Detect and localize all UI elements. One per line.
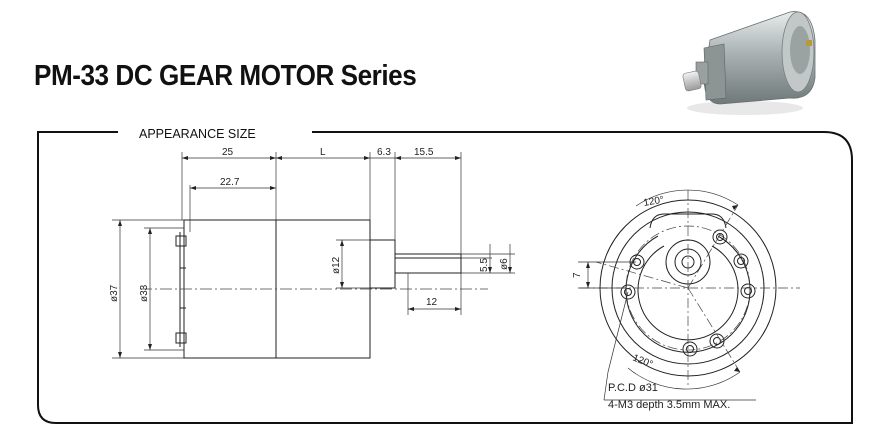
side-view <box>175 219 462 359</box>
note-holes: 4-M3 depth 3.5mm MAX. <box>608 399 730 411</box>
dim-flat-length: 12 <box>426 297 438 308</box>
page-title: PM-33 DC GEAR MOTOR Series <box>34 60 417 92</box>
section-label: APPEARANCE SIZE <box>139 127 256 141</box>
dim-angle-top: 120° <box>643 195 665 209</box>
side-dimension-arrows <box>118 156 512 358</box>
front-dimension-arrows <box>586 205 740 372</box>
motor-photo <box>682 11 816 115</box>
dim-can-diameter: ø33 <box>139 284 150 302</box>
side-dimension-lines <box>112 152 515 359</box>
dim-shaft-length: 15.5 <box>414 147 434 158</box>
dim-body-length: 25 <box>222 147 234 158</box>
note-pcd: P.C.D ø31 <box>608 382 658 394</box>
front-dimension-lines <box>578 189 756 401</box>
dim-can-length: 22.7 <box>220 177 240 188</box>
drawing-frame <box>37 131 853 424</box>
dim-offset: 7 <box>572 272 583 278</box>
dim-flat: 5.5 <box>479 258 490 272</box>
dim-angle-bottom: 120° <box>631 353 654 371</box>
side-dimension-labels: 25 L 6.3 15.5 22.7 ø37 ø33 ø12 5.5 ø6 12 <box>109 147 510 308</box>
dim-shaft-boss: 6.3 <box>377 147 391 158</box>
dim-boss-diameter: ø12 <box>331 256 342 274</box>
dim-outer-diameter: ø37 <box>109 284 120 302</box>
front-dimension-labels: 120° 120° 7 <box>572 195 665 371</box>
dim-shaft-diameter: ø6 <box>499 258 510 270</box>
dim-gearbox-length: L <box>320 147 326 158</box>
